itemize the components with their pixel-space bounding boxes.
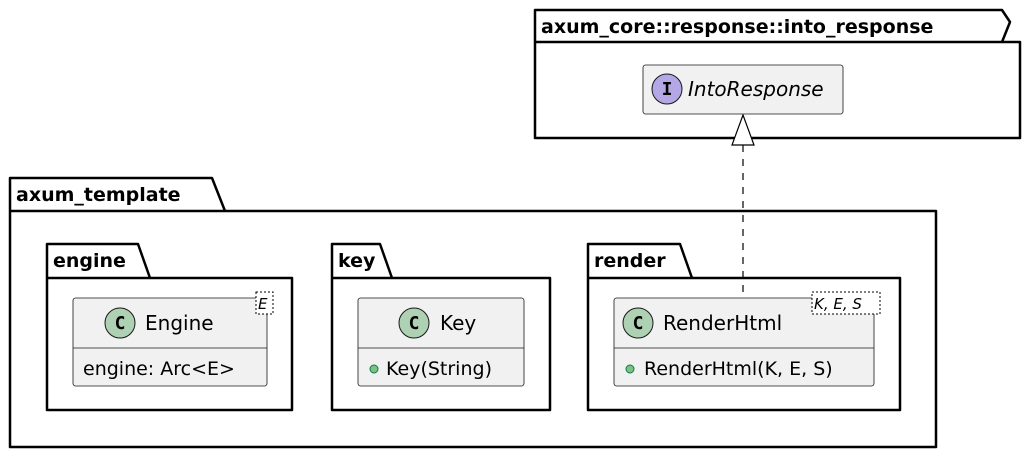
generic-params: E <box>258 295 268 313</box>
class-name: Key <box>440 311 476 335</box>
interface-spot-icon <box>651 73 683 105</box>
class-spot-icon <box>622 307 654 339</box>
spot-letter: C <box>633 313 644 334</box>
package-title: render <box>594 250 666 272</box>
package-title: key <box>338 250 376 272</box>
generic-box <box>255 291 274 315</box>
package-title: axum_template <box>16 184 181 206</box>
spot-letter: I <box>662 79 673 100</box>
class-member: RenderHtml(K, E, S) <box>644 358 833 380</box>
package-title: engine <box>53 250 126 272</box>
class-render-html[interactable]: C RenderHtml K, E, S RenderHtml(K, E, S) <box>613 291 881 387</box>
spot-letter: C <box>115 313 126 334</box>
class-name: RenderHtml <box>663 311 782 335</box>
public-method-icon <box>625 364 635 374</box>
class-name: IntoResponse <box>688 77 824 101</box>
class-member: engine: Arc<E> <box>83 358 235 380</box>
interface-into-response[interactable]: I IntoResponse <box>642 64 844 115</box>
public-method-icon <box>369 364 379 374</box>
class-member: Key(String) <box>386 358 492 380</box>
package-title: axum_core::response::into_response <box>541 16 933 38</box>
class-engine[interactable]: C Engine E engine: Arc<E> <box>72 291 274 387</box>
class-name: Engine <box>145 311 214 335</box>
realization-arrow <box>731 113 755 298</box>
class-spot-icon <box>398 307 430 339</box>
class-key[interactable]: C Key Key(String) <box>357 297 525 387</box>
class-spot-icon <box>104 307 136 339</box>
generic-box <box>811 291 881 315</box>
spot-letter: C <box>409 313 420 334</box>
generic-params: K, E, S <box>814 295 862 313</box>
